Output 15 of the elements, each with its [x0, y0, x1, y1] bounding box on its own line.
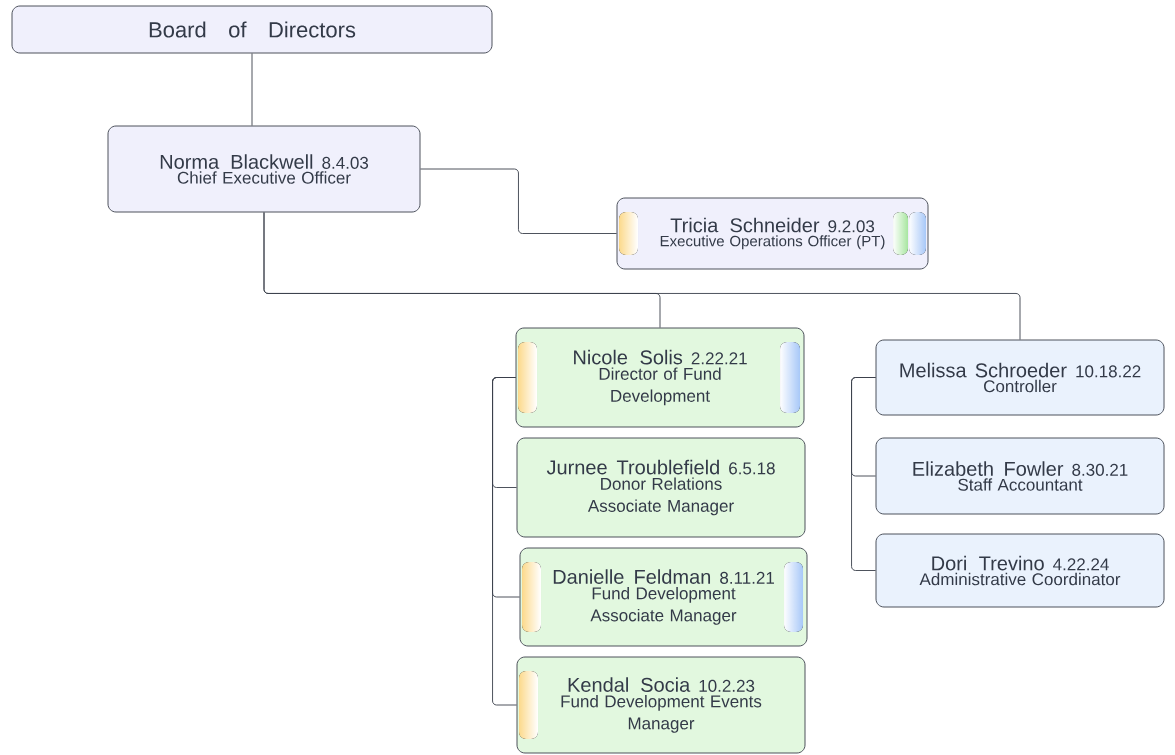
- person-box: Norma Blackwell 8.4.03 Chief Executive Officer: [107, 125, 421, 213]
- connector-line: [251, 53, 253, 126]
- person-box: Elizabeth Fowler 8.30.21 Staff Accountant: [875, 437, 1165, 515]
- person-box: Nicole Solis 2.22.21 Director of Fund Development: [515, 327, 805, 428]
- connector-line: [263, 212, 1021, 340]
- person-box: Melissa Schroeder 10.18.22 Controller: [875, 339, 1165, 416]
- person-box: Jurnee Troublefield 6.5.18 Donor Relations Associate Manager: [516, 437, 806, 538]
- person-box: Dori Trevino 4.22.24 Administrative Coordinator: [875, 533, 1165, 608]
- connector-line: [492, 377, 517, 706]
- person-box: Kendal Socia 10.2.23 Fund Development Events Manager: [516, 656, 806, 754]
- person-box: Tricia Schneider 9.2.03 Executive Operations Officer (PT): [616, 197, 929, 270]
- person-box: Danielle Feldman 8.11.21 Fund Development Associate Manager: [519, 547, 808, 647]
- title-box: Board of Directors: [11, 5, 493, 54]
- connector-line: [420, 168, 617, 234]
- connector-line: [851, 377, 876, 571]
